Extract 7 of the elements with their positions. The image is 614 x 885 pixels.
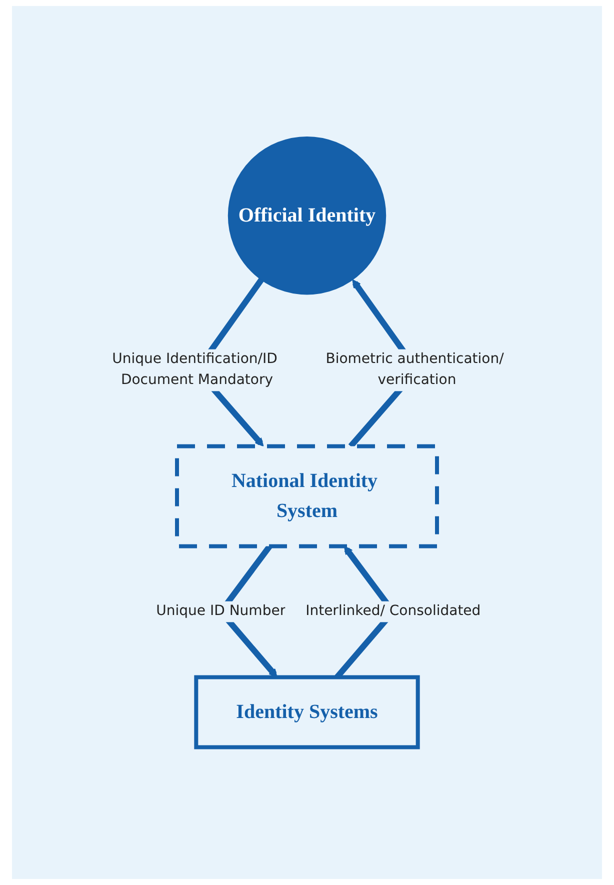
node-box: Identity Systems <box>194 676 420 750</box>
edge-label: Biometric authentication/ verification <box>326 352 504 389</box>
edge-label: Unique Identification/ID Document Mandatory <box>112 352 278 389</box>
edge-label: Unique ID Number <box>156 604 286 620</box>
node-box: National Identity System <box>175 444 439 549</box>
edge-label: Interlinked/ Consolidated <box>306 604 481 620</box>
node-circle: Official Identity <box>228 136 386 296</box>
